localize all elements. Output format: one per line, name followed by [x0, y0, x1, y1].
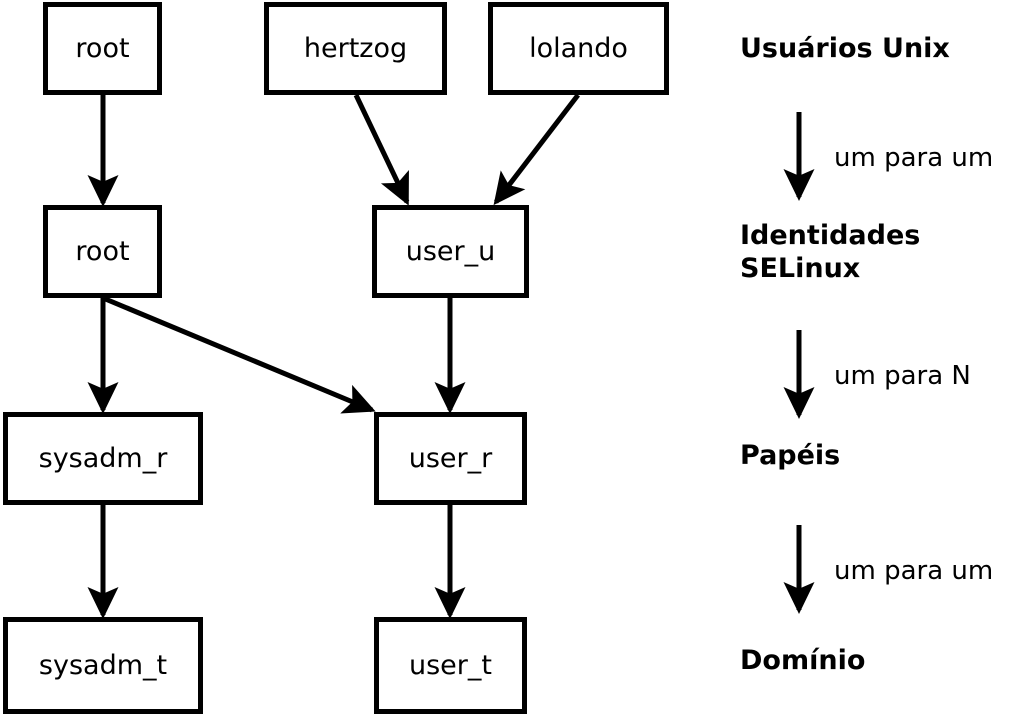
node-identity-root[interactable]: root: [43, 205, 162, 298]
node-domain-user-t[interactable]: user_t: [374, 617, 527, 714]
node-unix-lolando[interactable]: lolando: [488, 2, 669, 95]
edge-hertzog-to-user-u: [353, 93, 410, 206]
node-label: root: [75, 236, 130, 267]
node-unix-root[interactable]: root: [43, 2, 162, 95]
legend-title-papeis: Papéis: [740, 440, 841, 471]
legend-title-dominio: Domínio: [740, 645, 866, 676]
node-role-sysadm-r[interactable]: sysadm_r: [3, 412, 203, 505]
legend-title-identidades-selinux: Identidades SELinux: [740, 220, 921, 284]
legend-cardinality-label-3: um para um: [834, 556, 994, 586]
node-role-user-r[interactable]: user_r: [374, 412, 527, 505]
node-label: user_u: [405, 236, 496, 267]
node-identity-user-u[interactable]: user_u: [372, 205, 529, 298]
node-label: user_t: [409, 650, 492, 681]
edge-lolando-to-user-u: [493, 93, 580, 206]
legend-title-usuarios-unix: Usuários Unix: [740, 33, 950, 64]
node-label: lolando: [529, 33, 628, 64]
node-label: root: [75, 33, 130, 64]
node-unix-hertzog[interactable]: hertzog: [264, 2, 447, 95]
legend-cardinality-label-2: um para N: [834, 361, 971, 391]
node-label: hertzog: [303, 33, 408, 64]
node-label: sysadm_r: [38, 443, 168, 474]
node-domain-sysadm-t[interactable]: sysadm_t: [3, 617, 203, 714]
node-label: sysadm_t: [38, 650, 168, 681]
node-label: user_r: [408, 443, 493, 474]
legend-cardinality-label-1: um para um: [834, 143, 994, 173]
edge-ident-root-to-user-r: [102, 295, 376, 414]
